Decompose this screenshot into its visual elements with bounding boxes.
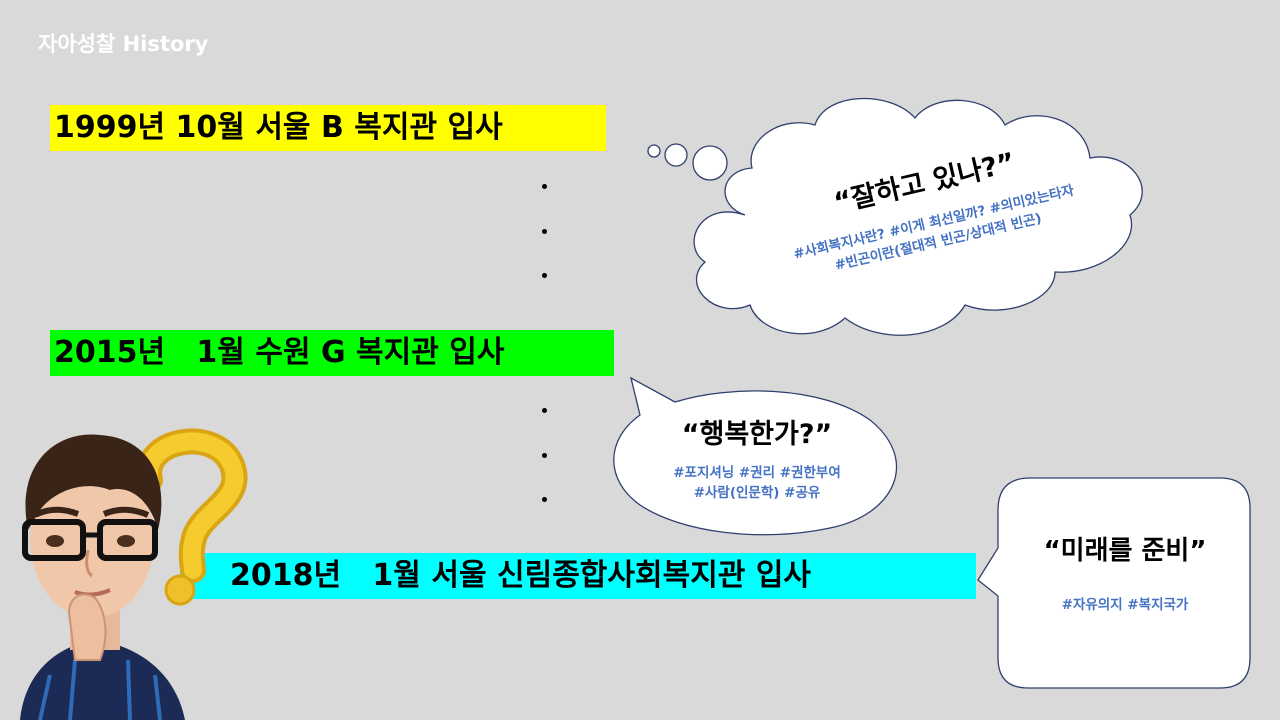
oval-question: “행복한가?” [681,419,833,450]
oval-tags-line-1: #포지셔닝 #권리 #권한부여 [673,465,841,481]
thought-cloud [647,97,1143,336]
rect-tags-line-1: #자유의지 #복지국가 [1061,597,1189,613]
timeline-dot [542,408,547,413]
thinking-person-avatar [20,428,248,720]
timeline-item-2015: 2015년 1월 수원 G 복지관 입사 [50,330,614,376]
timeline-dot [542,497,547,502]
question-mark-icon [136,428,248,606]
oval-tags-line-2: #사람(인문학) #공유 [693,485,821,501]
timeline-dot [542,184,547,189]
timeline-dot [542,273,547,278]
rect-question: “미래를 준비” [1043,536,1207,566]
timeline-dot [542,453,547,458]
oval-callout [613,376,898,536]
oval-content: “행복한가?” #포지셔닝 #권리 #권한부여 #사람(인문학) #공유 [632,412,882,503]
rect-content: “미래를 준비” #자유의지 #복지국가 [1000,530,1250,615]
rect-callout [977,477,1251,689]
timeline-item-1999: 1999년 10월 서울 B 복지관 입사 [50,105,606,151]
timeline-item-2018: 2018년 1월 서울 신림종합사회복지관 입사 [180,553,976,599]
slide-title: 자아성찰 History [38,32,209,56]
timeline-dot [542,229,547,234]
